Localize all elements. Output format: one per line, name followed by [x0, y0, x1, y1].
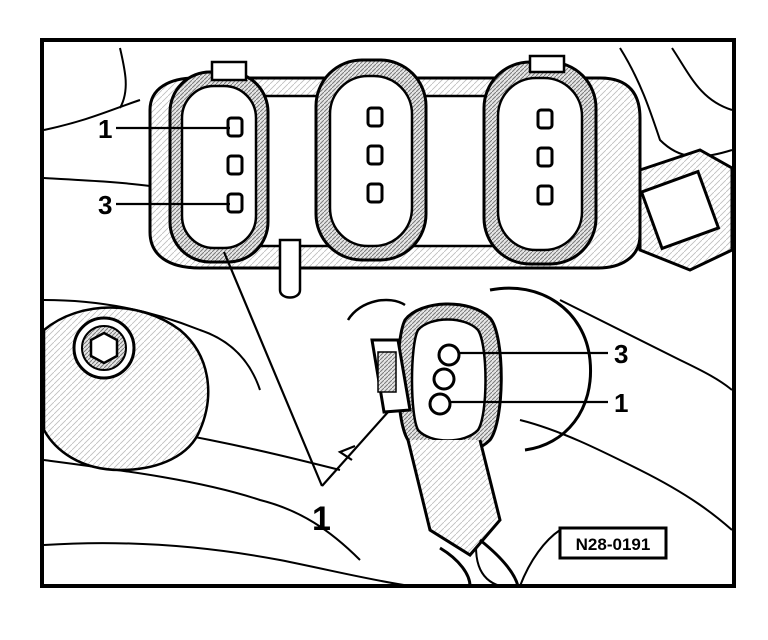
coil-socket-left [168, 60, 270, 264]
plug-bracket [489, 286, 593, 452]
reference-code: N28-0191 [576, 535, 651, 554]
leader-lines [116, 126, 608, 487]
reference-code-box: N28-0191 [558, 526, 668, 560]
ignition-coil-module [148, 54, 642, 299]
callout-coil-pin-1: 1 [98, 114, 112, 144]
callout-plug-pin-1: 1 [614, 388, 628, 418]
callout-plug-pin-3: 3 [614, 339, 628, 369]
bolt-head [72, 316, 136, 380]
background-engine-parts [43, 47, 733, 587]
detached-plug [370, 302, 520, 587]
callout-connector-1: 1 [312, 500, 331, 538]
coil-socket-right [482, 54, 598, 266]
coil-socket-middle [314, 58, 428, 262]
wire-harness [638, 148, 734, 272]
callout-coil-pin-3: 3 [98, 190, 112, 220]
